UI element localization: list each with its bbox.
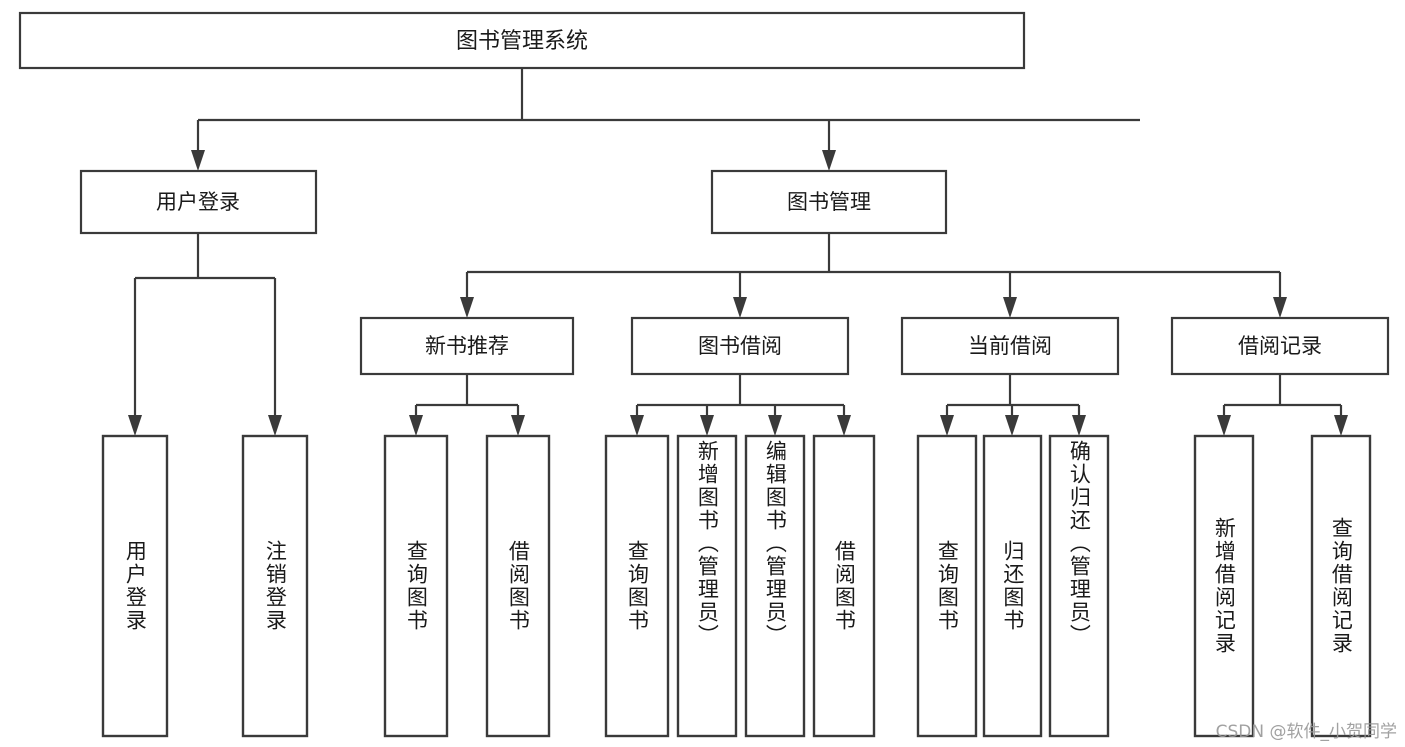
node-root-system-box[interactable] xyxy=(18,11,1026,70)
node-current-borrow[interactable]: 当前借阅 xyxy=(900,316,1120,376)
node-book-manage-label: 图书管理 xyxy=(787,190,871,214)
arrow-head-book-borrow xyxy=(733,297,747,318)
arrow-head-user-login xyxy=(191,150,205,171)
node-borrow-record[interactable]: 借阅记录 xyxy=(1170,316,1390,376)
arrow-head-bb-leaf-1 xyxy=(630,415,644,436)
leaf-box-logout[interactable] xyxy=(241,434,309,738)
leaf-box-bb-borrow-book[interactable] xyxy=(812,434,876,738)
leaf-box-nb-borrow-book[interactable] xyxy=(485,434,551,738)
leaf-box-nb-query-book[interactable] xyxy=(383,434,449,738)
leaf-box-br-query-record[interactable] xyxy=(1310,434,1372,738)
node-new-book-recommend-box[interactable] xyxy=(359,316,575,376)
node-borrow-record-label: 借阅记录 xyxy=(1238,334,1322,358)
node-root-system[interactable]: 图书管理系统 xyxy=(18,11,1026,70)
arrow-head-bb-leaf-2 xyxy=(700,415,714,436)
node-root-system-label: 图书管理系统 xyxy=(456,29,588,54)
connector-group-user-login-to-leaves xyxy=(128,233,282,436)
node-user-login[interactable]: 用户登录 xyxy=(79,169,318,235)
arrow-head-borrow-record xyxy=(1273,297,1287,318)
connector-group-new-book-to-leaves xyxy=(409,374,525,436)
arrow-head-nb-leaf-2 xyxy=(511,415,525,436)
arrow-head-leaf-logout xyxy=(268,415,282,436)
node-current-borrow-box[interactable] xyxy=(900,316,1120,376)
node-borrow-record-box[interactable] xyxy=(1170,316,1390,376)
node-book-borrow[interactable]: 图书借阅 xyxy=(630,316,850,376)
leaf-box-group xyxy=(101,434,1372,738)
connector-group-book-manage-to-level3 xyxy=(460,233,1287,318)
arrow-head-bb-leaf-3 xyxy=(768,415,782,436)
leaf-box-cb-return-book[interactable] xyxy=(982,434,1043,738)
leaf-box-cb-query-book[interactable] xyxy=(916,434,978,738)
leaf-box-bb-add-book[interactable] xyxy=(676,434,738,738)
leaf-box-br-add-record[interactable] xyxy=(1193,434,1255,738)
leaf-box-bb-query-book[interactable] xyxy=(604,434,670,738)
arrow-head-new-book xyxy=(460,297,474,318)
arrow-head-book-manage xyxy=(822,150,836,171)
node-current-borrow-label: 当前借阅 xyxy=(968,334,1052,358)
arrow-head-current-borrow xyxy=(1003,297,1017,318)
arrow-head-br-leaf-1 xyxy=(1217,415,1231,436)
node-book-manage[interactable]: 图书管理 xyxy=(710,169,948,235)
arrow-head-cb-leaf-3 xyxy=(1072,415,1086,436)
node-user-login-label: 用户登录 xyxy=(156,190,240,214)
leaf-box-user-login[interactable] xyxy=(101,434,169,738)
node-book-manage-box[interactable] xyxy=(710,169,948,235)
node-book-borrow-label: 图书借阅 xyxy=(698,334,782,358)
node-book-borrow-box[interactable] xyxy=(630,316,850,376)
connector-group-current-borrow-to-leaves xyxy=(940,374,1086,436)
leaf-box-bb-edit-book[interactable] xyxy=(744,434,806,738)
connector-group-book-borrow-to-leaves xyxy=(630,374,851,436)
arrow-head-br-leaf-2 xyxy=(1334,415,1348,436)
connector-group-borrow-record-to-leaves xyxy=(1217,374,1348,436)
arrow-head-bb-leaf-4 xyxy=(837,415,851,436)
arrow-head-leaf-user-login xyxy=(128,415,142,436)
arrow-head-cb-leaf-2 xyxy=(1005,415,1019,436)
connector-group-root-to-level2 xyxy=(191,68,1140,171)
arrow-head-nb-leaf-1 xyxy=(409,415,423,436)
leaf-box-cb-confirm-return[interactable] xyxy=(1048,434,1110,738)
node-user-login-box[interactable] xyxy=(79,169,318,235)
node-new-book-recommend-label: 新书推荐 xyxy=(425,334,509,358)
arrow-head-cb-leaf-1 xyxy=(940,415,954,436)
node-new-book-recommend[interactable]: 新书推荐 xyxy=(359,316,575,376)
